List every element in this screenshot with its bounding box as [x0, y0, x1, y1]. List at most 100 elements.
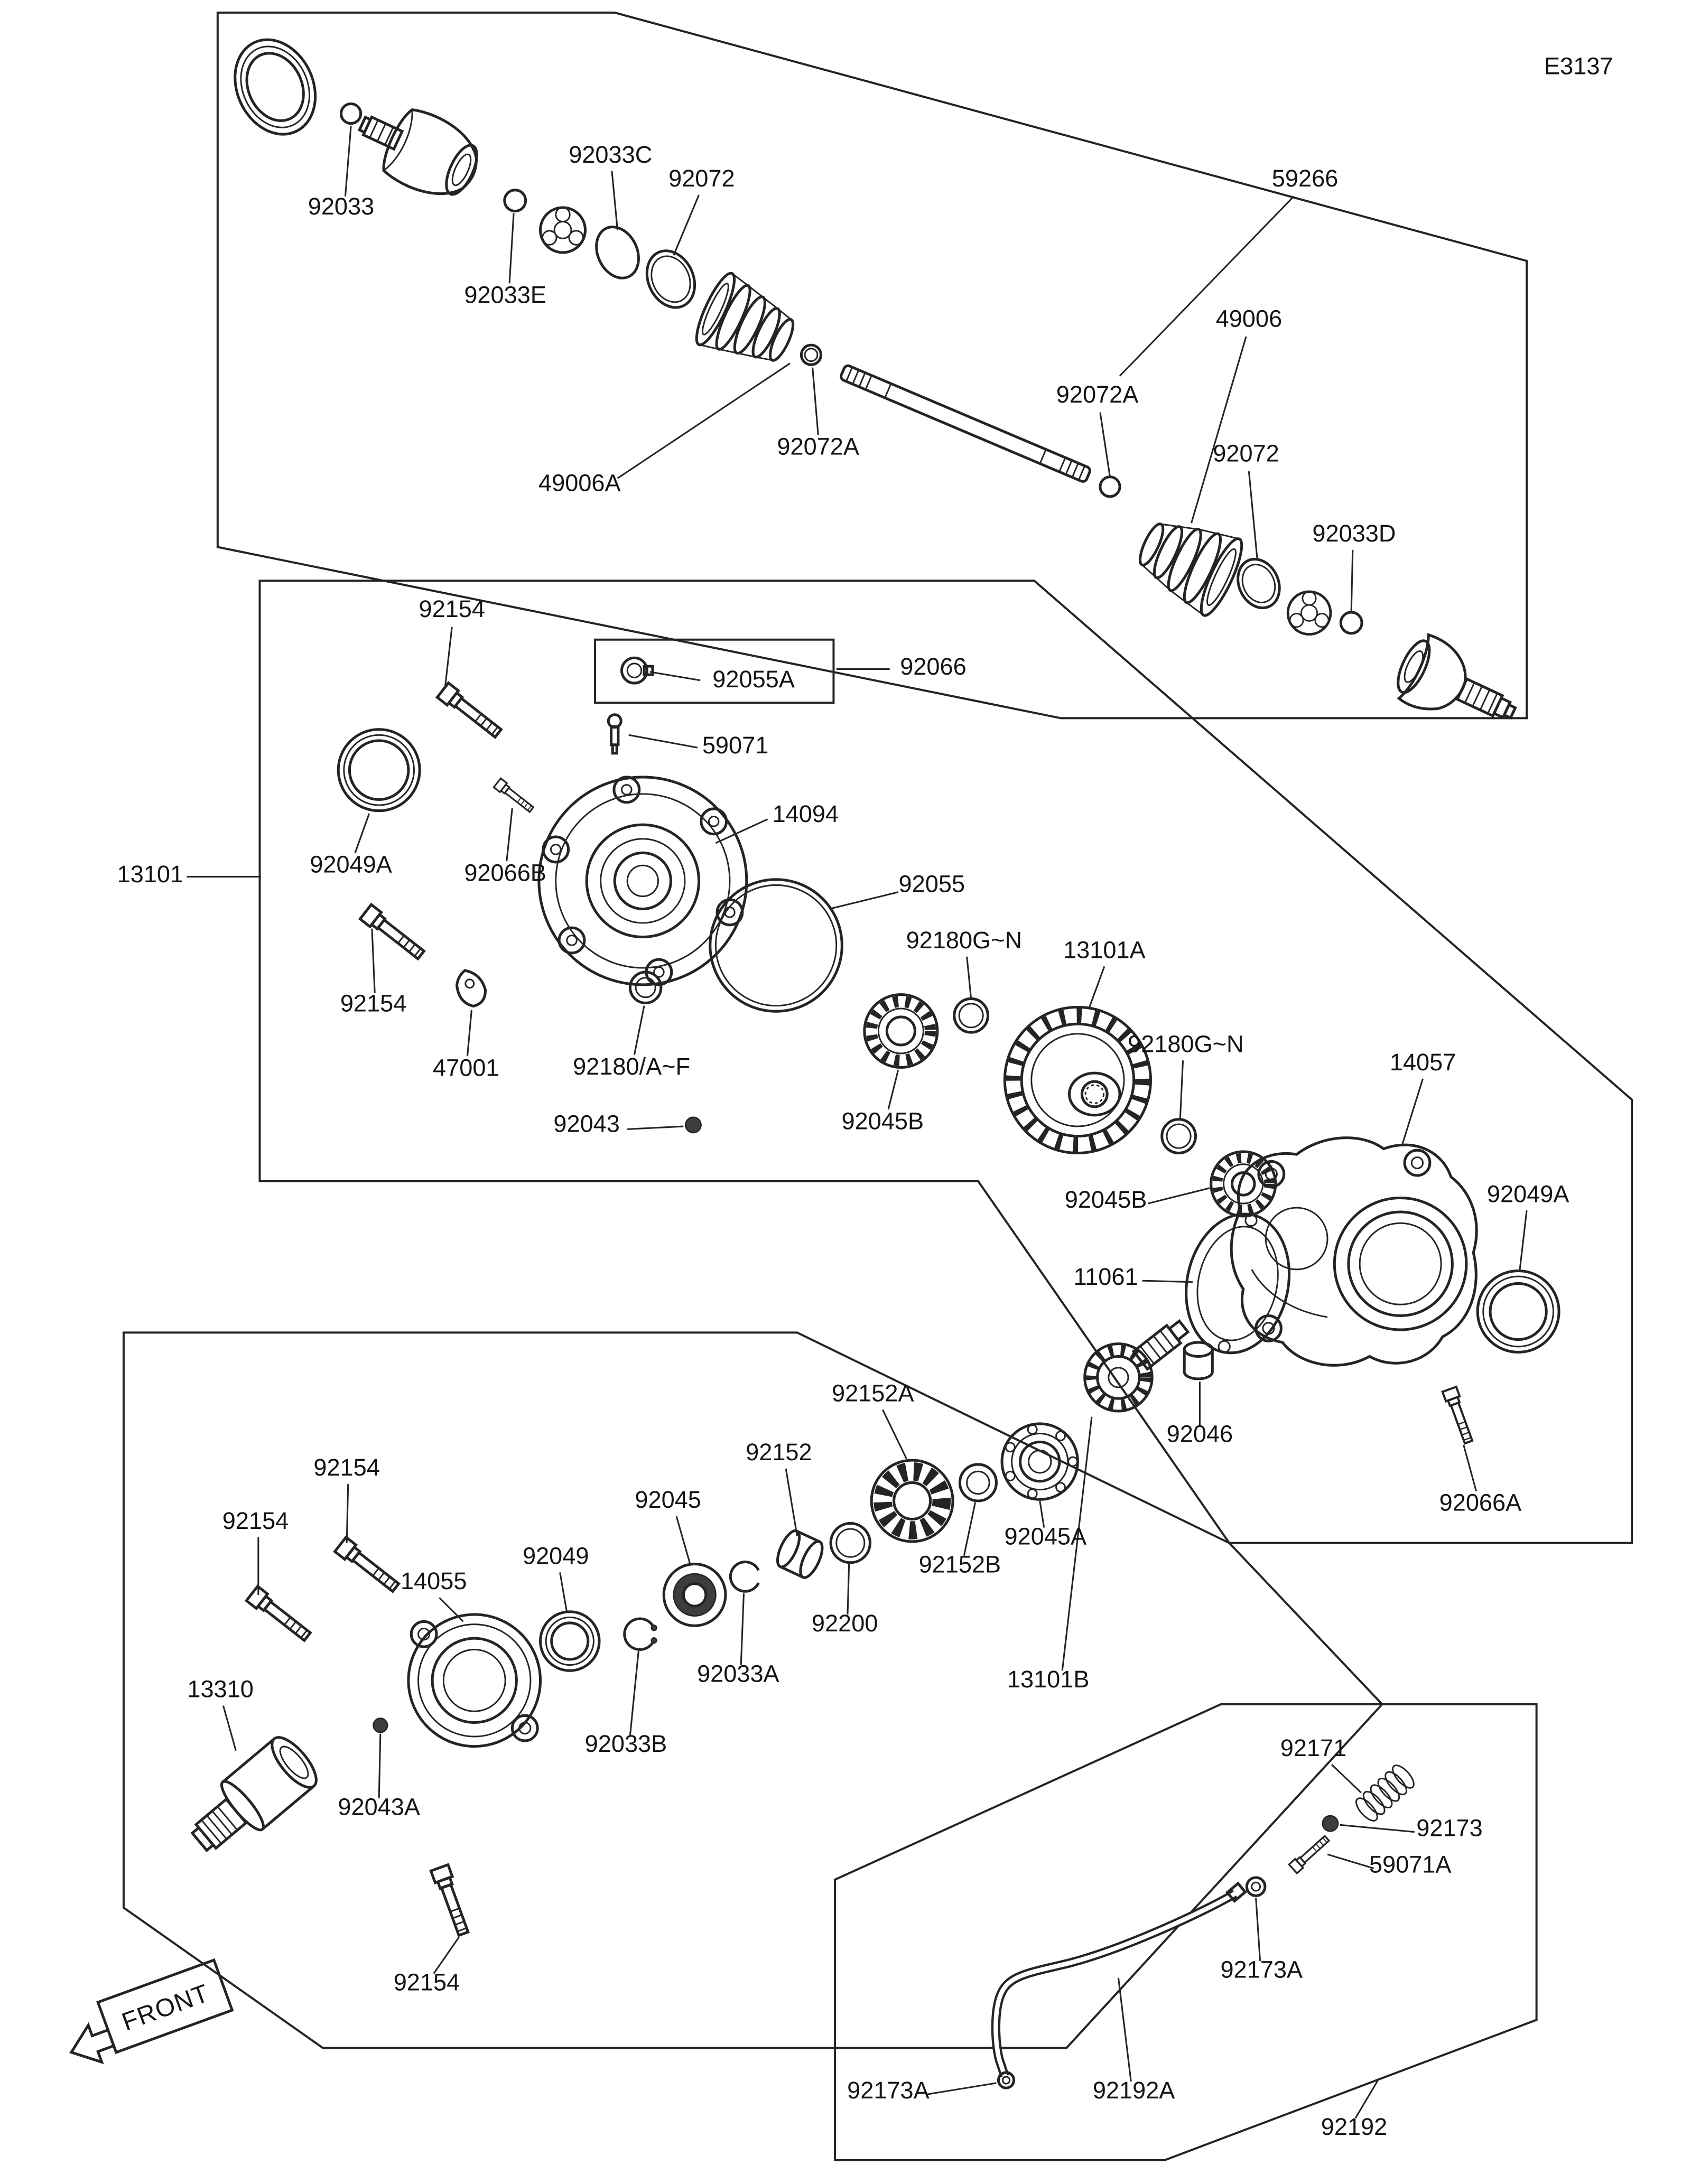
part-label: 92154: [419, 595, 485, 622]
part-label: 92173: [1416, 1815, 1482, 1842]
circlip-92033B: [623, 1617, 657, 1651]
part-label: 59266: [1272, 165, 1338, 192]
ball-92173: [1322, 1815, 1339, 1832]
circlip-92033: [339, 102, 363, 125]
cv-joint-inner-left: [357, 108, 478, 196]
part-label: 13101: [117, 861, 183, 888]
oil-seal-92049: [538, 1610, 601, 1672]
bearing-case-14055: [407, 1613, 542, 1748]
part-label: 92045B: [842, 1107, 924, 1134]
part-label: 92045: [635, 1486, 701, 1513]
bevel-pinion-gear: [1083, 1319, 1190, 1413]
part-label: 59071A: [1369, 1851, 1452, 1878]
part-label: 47001: [433, 1054, 499, 1081]
callout-box-92055A: [594, 638, 835, 704]
breather-59071: [607, 713, 622, 755]
part-label: 92066: [900, 653, 966, 680]
o-ring-92055: [709, 878, 843, 1013]
dowel-pin-92043A: [373, 1718, 388, 1733]
region-outlines: [122, 11, 1633, 2161]
part-label: 59071: [702, 732, 768, 759]
part-label: 13310: [187, 1676, 253, 1703]
part-label: 92055A: [712, 666, 795, 693]
shim-92180GN-2: [1160, 1118, 1197, 1155]
part-label: 92043: [553, 1110, 619, 1137]
part-label: 92180G~N: [906, 927, 1023, 954]
part-label: 92072A: [1056, 381, 1139, 408]
middle-finaldrive-parts: [337, 656, 1560, 1444]
oil-seal-92049A-left: [337, 728, 421, 813]
shim-92180AF: [628, 970, 663, 1004]
region-pinion-outline: [122, 1331, 1384, 2049]
part-label: 92045B: [1065, 1186, 1147, 1213]
spider-bearing-left: [541, 208, 586, 253]
clamp-92173A-2: [997, 2071, 1016, 2089]
bottomright-breather-parts: [991, 1765, 1415, 2089]
boot-left: [695, 272, 795, 362]
part-label: 13101A: [1063, 936, 1146, 963]
gasket-11061: [1185, 1212, 1291, 1355]
part-label: 92043A: [338, 1794, 420, 1821]
region-breather-outline: [834, 1703, 1538, 2161]
washer-92200: [829, 1522, 871, 1564]
part-label: 92033B: [585, 1730, 667, 1757]
diagram-code: E3137: [1544, 53, 1613, 80]
front-arrow-icon: [69, 2022, 116, 2065]
cv-joint-outer-right: [1397, 633, 1517, 720]
coupling-13310: [190, 1736, 318, 1852]
part-label: 92033D: [1312, 520, 1396, 547]
part-label: 14055: [401, 1567, 467, 1594]
drive-shaft: [840, 364, 1091, 483]
boot-band-92072-right: [1237, 557, 1281, 610]
part-label: 13101B: [1007, 1666, 1090, 1693]
leader-lines: [187, 126, 1528, 2118]
part-label: 92154: [222, 1507, 289, 1534]
part-label: 92171: [1280, 1734, 1346, 1761]
shim-92180GN-1: [953, 997, 990, 1034]
lower-pinion-parts: [190, 1319, 1190, 1937]
circlip-92033E: [503, 189, 527, 213]
boot-band-92072-left: [645, 249, 696, 309]
part-label: 92154: [313, 1454, 379, 1481]
part-label: 92046: [1167, 1420, 1233, 1447]
part-label: 92055: [899, 871, 965, 898]
oil-seal-92049A-right: [1476, 1270, 1560, 1354]
shim-plate-47001: [455, 969, 487, 1008]
part-labels: 92033 92033C 92072 59266 92033E 49006 92…: [117, 141, 1570, 2140]
part-label: 49006A: [538, 469, 621, 496]
circlip-92033D: [1339, 611, 1363, 635]
part-label: 92154: [394, 1969, 460, 1996]
boot-band-small-right: [1099, 475, 1121, 498]
snap-ring-92033C: [595, 226, 640, 279]
part-label: 11061: [1073, 1263, 1138, 1290]
collar-92152B: [958, 1463, 998, 1502]
part-label: 92152: [746, 1439, 812, 1466]
top-driveshaft-parts: [234, 38, 1517, 720]
bushing-92046: [1183, 1341, 1214, 1380]
part-label: 92033A: [697, 1660, 779, 1687]
collar-92152: [776, 1529, 824, 1579]
bolt-92154-a: [437, 683, 504, 741]
region-finaldrive-outline: [258, 580, 1633, 1544]
part-label: 92173A: [1220, 1956, 1303, 1983]
part-label: 92072A: [777, 433, 859, 460]
part-label: 92049A: [1487, 1180, 1569, 1207]
part-label: 92154: [340, 990, 406, 1016]
spring-92171: [1355, 1765, 1415, 1822]
part-label: 92072: [668, 165, 735, 192]
fitting-59071A: [1288, 1833, 1332, 1874]
ball-bearing-92045A: [1000, 1422, 1079, 1501]
part-label: 92192A: [1093, 2077, 1175, 2104]
part-label: 92045A: [1005, 1523, 1087, 1550]
part-label: 14094: [773, 800, 839, 827]
part-label: 14057: [1390, 1049, 1456, 1076]
part-label: 92152A: [832, 1379, 914, 1406]
part-label: 92033E: [464, 282, 546, 309]
part-label: 92049A: [310, 851, 392, 878]
bolt-92066B: [493, 777, 536, 815]
breather-hose-92192A: [991, 1881, 1247, 2078]
part-label: 92049: [523, 1542, 589, 1569]
front-box: [96, 1958, 234, 2055]
